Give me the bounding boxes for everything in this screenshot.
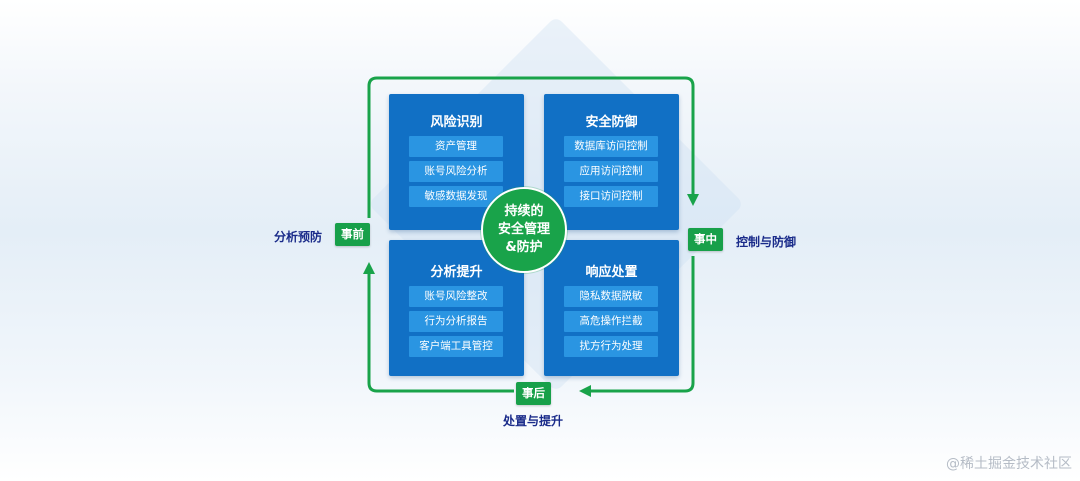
quadrant-risk-identification: 风险识别 资产管理 账号风险分析 敏感数据发现 bbox=[389, 94, 524, 230]
pill-item: 资产管理 bbox=[409, 136, 503, 157]
core-line: 安全管理 bbox=[497, 222, 550, 237]
core-line: &防护 bbox=[505, 240, 543, 255]
pill-item: 数据库访问控制 bbox=[564, 136, 658, 157]
quadrant-title: 风险识别 bbox=[430, 115, 483, 130]
pill-item: 高危操作拦截 bbox=[564, 311, 658, 332]
core-line: 持续的 bbox=[504, 204, 544, 219]
quadrant-title: 分析提升 bbox=[430, 265, 483, 280]
phase-badge-during: 事中 bbox=[688, 228, 723, 251]
pill-item: 扰方行为处理 bbox=[564, 336, 658, 357]
pill-item: 行为分析报告 bbox=[409, 311, 503, 332]
cycle-arrow-right-bottom bbox=[579, 256, 695, 397]
quadrant-security-defense: 安全防御 数据库访问控制 应用访问控制 接口访问控制 bbox=[544, 94, 679, 230]
pill-item: 客户端工具管控 bbox=[409, 336, 503, 357]
pill-item: 账号风险整改 bbox=[409, 286, 503, 307]
pill-item: 隐私数据脱敏 bbox=[564, 286, 658, 307]
phase-badge-after: 事后 bbox=[516, 382, 551, 405]
core-circle: 持续的 安全管理 &防护 bbox=[481, 187, 567, 273]
phase-badge-before: 事前 bbox=[335, 223, 370, 246]
pill-item: 接口访问控制 bbox=[564, 186, 658, 207]
quadrant-response-handling: 响应处置 隐私数据脱敏 高危操作拦截 扰方行为处理 bbox=[544, 240, 679, 376]
pill-item: 敏感数据发现 bbox=[409, 186, 503, 207]
phase-label-after: 处置与提升 bbox=[503, 414, 564, 428]
watermark: @稀土掘金技术社区 bbox=[946, 456, 1072, 472]
quadrant-title: 响应处置 bbox=[585, 265, 638, 280]
quadrant-analysis-improvement: 分析提升 账号风险整改 行为分析报告 客户端工具管控 bbox=[389, 240, 524, 376]
pill-item: 应用访问控制 bbox=[564, 161, 658, 182]
cycle-arrow-bottom-left bbox=[363, 262, 514, 393]
pill-item: 账号风险分析 bbox=[409, 161, 503, 182]
phase-label-before: 分析预防 bbox=[274, 230, 323, 244]
phase-label-during: 控制与防御 bbox=[736, 235, 797, 249]
quadrant-title: 安全防御 bbox=[585, 115, 638, 130]
cycle-arrow-top-right bbox=[367, 76, 699, 218]
